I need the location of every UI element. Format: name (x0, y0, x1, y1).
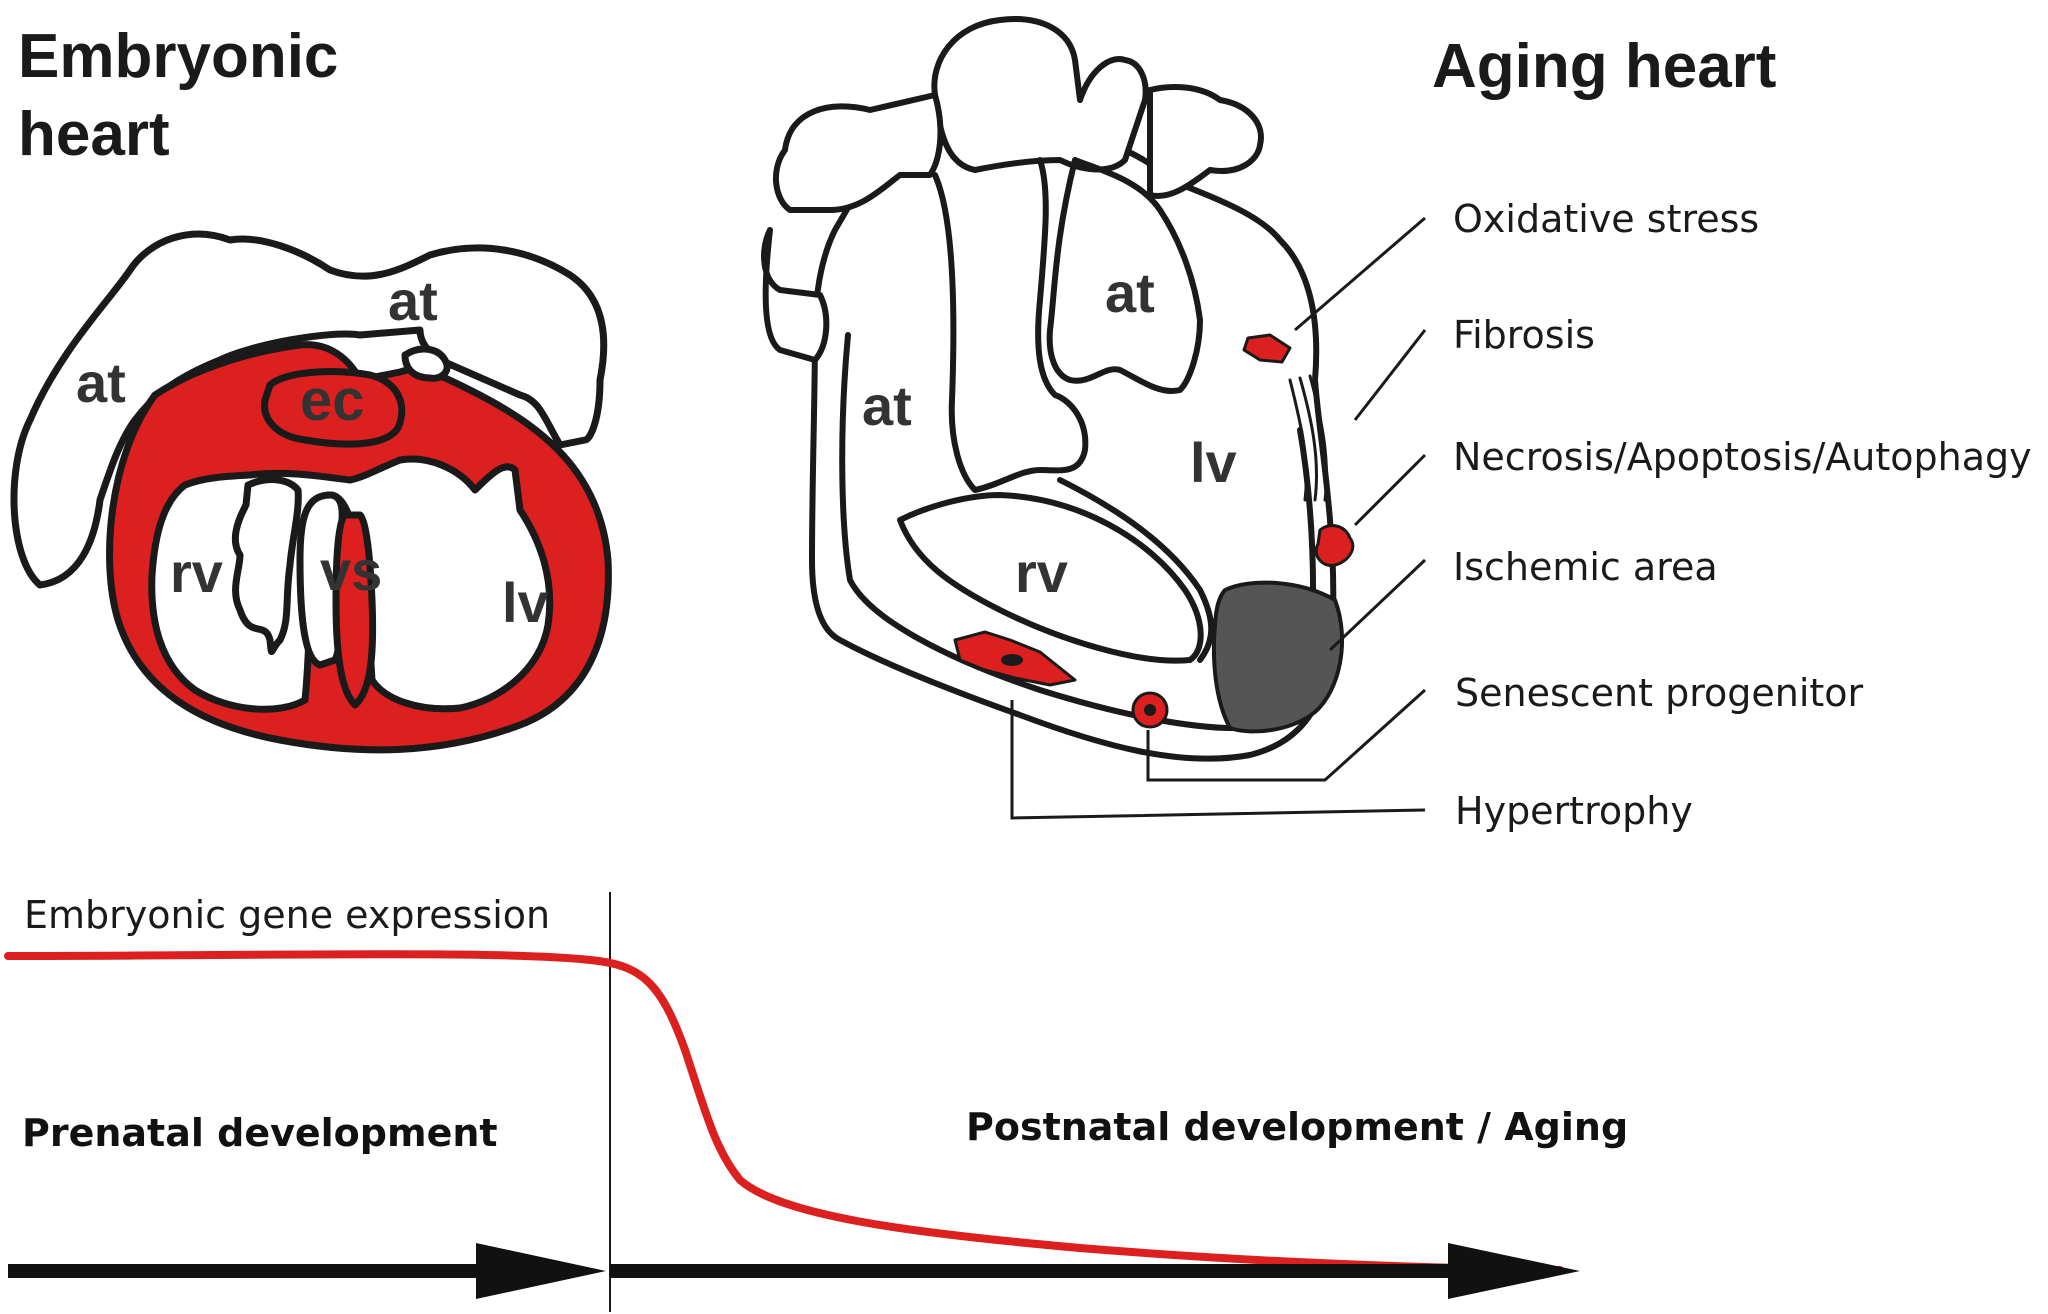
embryonic-title-line1: Embryonic (18, 22, 339, 91)
hypertrophy-leader (1010, 700, 1426, 820)
aging-label-lv: lv (1190, 431, 1237, 494)
embryonic-title-line2: heart (18, 100, 170, 169)
annotation-necrosis: Necrosis/Apoptosis/Autophagy (1453, 435, 2032, 479)
necrosis-leader (1353, 453, 1427, 527)
ischemic-area-leader (1328, 558, 1427, 652)
aging-vessels-right (1147, 84, 1264, 199)
aging-heart-title: Aging heart (1432, 32, 1777, 101)
annotation-ischemic-area: Ischemic area (1453, 545, 1718, 589)
ischemic-area-patch (1211, 580, 1345, 734)
aging-label-rv: rv (1015, 541, 1068, 604)
oxidative-stress-cell (1242, 333, 1292, 364)
embryonic-septum (332, 511, 377, 709)
aging-label-at-right: at (1105, 261, 1155, 324)
embryonic-expression-curve (4, 950, 1564, 1274)
annotation-oxidative-stress: Oxidative stress (1453, 197, 1759, 241)
aging-right-atrium (932, 157, 1089, 493)
aging-aorta (931, 16, 1149, 173)
postnatal-arrow-head (1448, 1243, 1580, 1299)
aging-heart-diagram (761, 16, 1355, 762)
prenatal-arrow-shaft (8, 1264, 488, 1278)
annotation-senescent-progenitor: Senescent progenitor (1455, 671, 1864, 715)
postnatal-label: Postnatal development / Aging (966, 1105, 1628, 1149)
hypertrophy-nucleus (1001, 654, 1023, 666)
fibrosis-strands (1288, 374, 1328, 502)
curve-label: Embryonic gene expression (24, 893, 550, 937)
necrosis-cell (1314, 524, 1355, 567)
embryonic-label-at-left: at (76, 351, 126, 414)
postnatal-arrow-shaft (610, 1264, 1460, 1278)
aging-ventricular-septum (1057, 477, 1215, 663)
aging-right-ventricle (897, 492, 1204, 664)
embryonic-heart-diagram (10, 230, 612, 754)
embryonic-endocardial-cushion (261, 368, 406, 448)
annotation-hypertrophy: Hypertrophy (1455, 789, 1693, 833)
senescent-progenitor-leader (1146, 688, 1427, 782)
embryonic-label-at-right: at (388, 269, 438, 332)
embryonic-label-lv: lv (502, 571, 549, 634)
oxidative-stress-leader (1294, 216, 1426, 332)
timeline-arrows (8, 1243, 1580, 1299)
fibrosis-leader (1353, 329, 1427, 421)
annotation-leaders (1010, 216, 1427, 820)
embryonic-label-ec: ec (300, 368, 365, 433)
aging-pulmonary-left (772, 92, 944, 213)
prenatal-arrow-head (476, 1243, 606, 1299)
annotation-fibrosis: Fibrosis (1453, 313, 1595, 357)
embryonic-atrial-notch (401, 345, 451, 382)
embryonic-rv-inner (231, 476, 302, 655)
embryonic-heart-title: Embryonic heart (18, 18, 338, 174)
embryonic-label-vs: vs (320, 539, 382, 602)
senescent-progenitor-nucleus (1144, 704, 1156, 716)
aging-left-atrium (1046, 157, 1203, 394)
aging-label-at-left: at (862, 374, 912, 437)
prenatal-label: Prenatal development (22, 1111, 498, 1155)
aging-vena-cava (761, 227, 830, 363)
embryonic-label-rv: rv (170, 541, 223, 604)
